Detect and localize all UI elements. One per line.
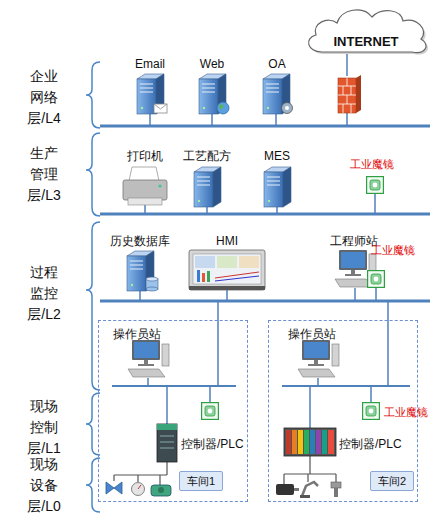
workshop-label: 车间2	[371, 474, 413, 488]
layer-label: 现场 设备 层/L0	[22, 454, 66, 517]
workshop-tag: 车间2	[370, 471, 414, 491]
server-label: OA	[222, 57, 332, 72]
layer-label: 过程 监控 层/L2	[22, 262, 66, 325]
device-label: HMI	[172, 234, 282, 249]
monitor-label: 工业魔镜	[338, 243, 436, 257]
plc-unit	[157, 424, 177, 462]
device-label: 历史数据库	[85, 234, 195, 249]
device-label: 工艺配方	[152, 149, 262, 164]
cloud-label: INTERNET	[300, 34, 432, 50]
hmi-panel	[189, 250, 265, 290]
workshop-zone: 操作员站控制器/PLC 车间1	[98, 320, 248, 502]
server-label: Email	[95, 57, 205, 72]
workshop-label: 车间1	[180, 474, 222, 488]
network-wires	[100, 52, 430, 485]
workshop-tag: 车间1	[179, 471, 223, 491]
printer	[123, 167, 167, 205]
layer-label: 生产 管理 层/L3	[22, 143, 66, 206]
database-cylinder	[146, 277, 158, 291]
station-label: 操作员站	[269, 327, 355, 342]
layer-label: 企业 网络 层/L4	[22, 66, 66, 129]
controller-label: 控制器/PLC	[181, 437, 251, 452]
station-label: 操作员站	[99, 327, 175, 342]
firewall	[338, 75, 361, 113]
monitor-label: 工业魔镜	[317, 157, 427, 171]
controller-label: 控制器/PLC	[339, 437, 419, 452]
monitor-label: 工业魔镜	[384, 405, 434, 419]
server-label: Web	[157, 57, 267, 72]
workshop-zone: 操作员站工业魔镜控制器/PLC车间2	[268, 320, 418, 502]
plc-rack	[284, 428, 336, 456]
cloud-node: INTERNET	[300, 3, 432, 57]
field-devices	[106, 482, 341, 498]
layer-label: 现场 控制 层/L1	[22, 396, 66, 459]
device-label: MES	[222, 149, 332, 164]
